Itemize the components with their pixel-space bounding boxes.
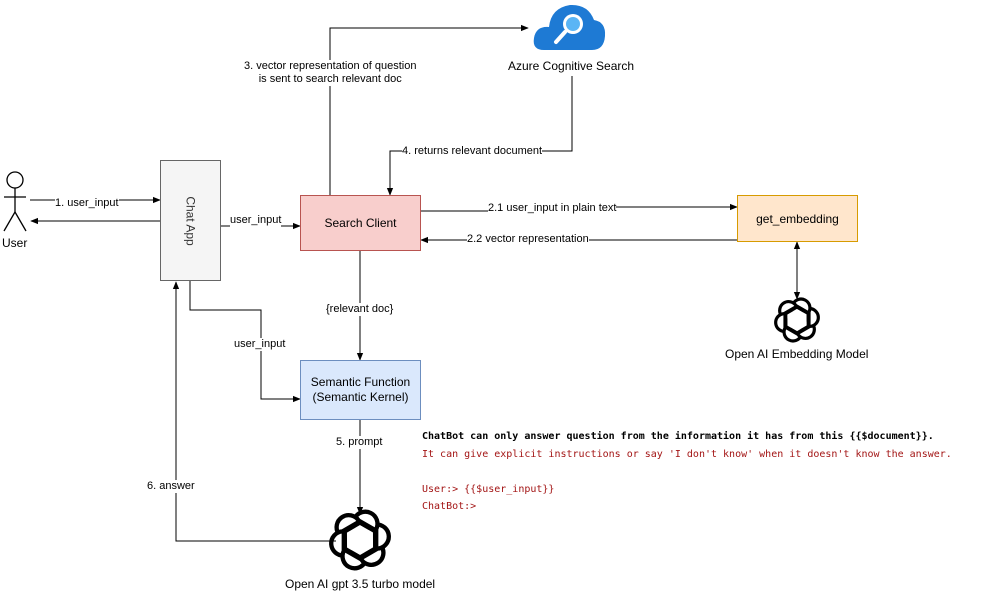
edge-label-chat-to-semantic: user_input (234, 338, 286, 351)
edge-label-3: 3. vector representation of question is … (244, 60, 417, 86)
prompt-blank-line (422, 463, 952, 481)
azure-search-label: Azure Cognitive Search (508, 59, 635, 73)
prompt-line-1: ChatBot can only answer question from th… (422, 431, 934, 442)
azure-cloud-search-icon (533, 4, 606, 50)
edge-gpt-to-chat (172, 281, 336, 542)
prompt-line-2: It can give explicit instructions or say… (422, 448, 952, 460)
gpt-model-label: Open AI gpt 3.5 turbo model (285, 577, 436, 591)
edge-label-chat-to-search: user_input (230, 214, 282, 227)
prompt-line-chatbot: ChatBot:> (422, 501, 477, 512)
edge-label-3-line2: is sent to search relevant doc (258, 73, 402, 85)
semantic-function-node: Semantic Function (Semantic Kernel) (300, 360, 421, 420)
prompt-line-user: User:> {{$user_input}} (422, 483, 555, 495)
edge-label-2-2: 2.2 vector representation (467, 233, 589, 246)
edge-label-1: 1. user_input (55, 197, 119, 210)
search-client-label: Search Client (324, 216, 397, 230)
chat-app-label: Chat App (183, 195, 198, 246)
edge-azure-to-search (386, 76, 573, 196)
edge-label-4: 4. returns relevant document (402, 145, 543, 158)
semantic-kernel-label: (Semantic Kernel) (312, 390, 409, 404)
openai-logo-icon (327, 511, 393, 570)
openai-logo-icon (770, 296, 824, 344)
get-embedding-label: get_embedding (756, 211, 839, 226)
edge-label-relevant-doc: {relevant doc} (326, 303, 394, 316)
edge-label-2-1: 2.1 user_input in plain text (488, 202, 617, 215)
edge-chat-to-semantic (189, 281, 301, 403)
semantic-function-label: Semantic Function (310, 375, 411, 389)
person-icon (3, 171, 27, 232)
chat-app-node: Chat App (160, 160, 221, 281)
user-label: User (2, 236, 28, 250)
edge-label-3-line1: 3. vector representation of question (244, 60, 417, 72)
edge-label-5: 5. prompt (336, 436, 383, 449)
search-client-node: Search Client (300, 195, 421, 251)
get-embedding-node: get_embedding (737, 195, 858, 242)
embedding-model-label: Open AI Embedding Model (725, 347, 869, 361)
edge-search-to-azure (329, 24, 529, 195)
edge-label-6: 6. answer (147, 480, 195, 493)
prompt-template: ChatBot can only answer question from th… (422, 428, 952, 516)
